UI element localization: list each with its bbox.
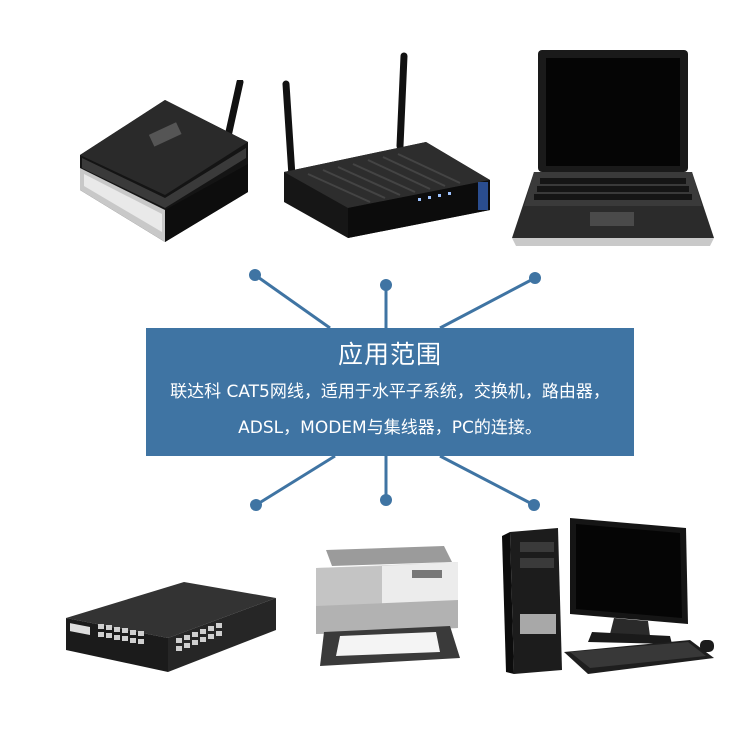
connector-line-bottom-left [255, 454, 336, 507]
wireless-router-icon [282, 52, 490, 238]
connector-dot [249, 269, 261, 281]
connector-line-bottom-right [439, 454, 535, 507]
application-scope-banner: 应用范围 联达科 CAT5网线，适用于水平子系统，交换机，路由器， ADSL，M… [146, 328, 634, 456]
connector-dot [380, 494, 392, 506]
connector-dot [380, 279, 392, 291]
desktop-computer-icon [502, 518, 714, 674]
printer-icon [316, 546, 460, 666]
connector-line-group [254, 273, 536, 507]
network-switch-icon [66, 582, 276, 672]
connector-dot [529, 272, 541, 284]
connector-line-top-right [439, 276, 536, 330]
connector-dot [528, 499, 540, 511]
banner-description-line-2: ADSL，MODEM与集线器，PC的连接。 [238, 418, 542, 438]
connector-dot [250, 499, 262, 511]
connector-dot-group [249, 269, 541, 511]
laptop-icon [512, 50, 714, 246]
connector-line-top-left [254, 273, 331, 330]
banner-title: 应用范围 [337, 340, 442, 369]
wireless-router-icon [80, 80, 248, 242]
banner-description-line-1: 联达科 CAT5网线，适用于水平子系统，交换机，路由器， [170, 382, 610, 402]
